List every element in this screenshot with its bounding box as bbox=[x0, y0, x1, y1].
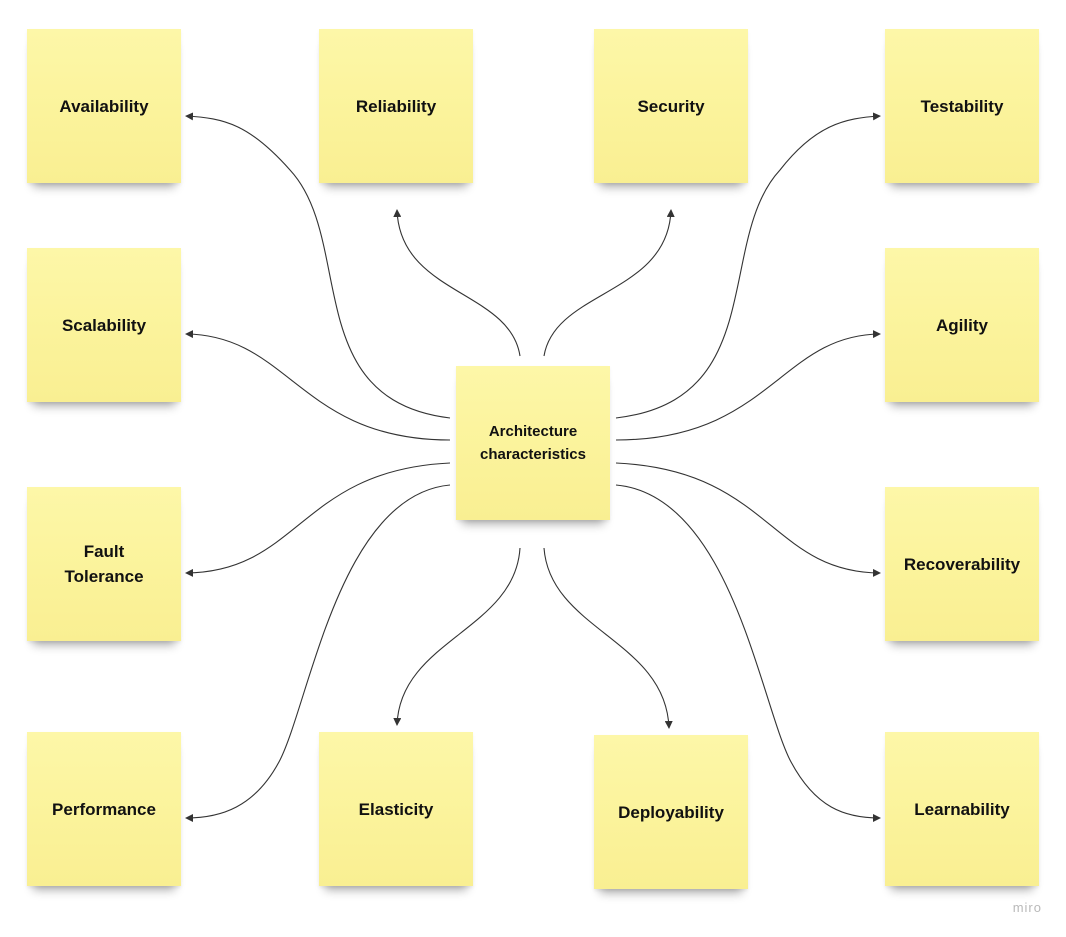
connector-elasticity[interactable] bbox=[393, 547, 521, 726]
connector-agility[interactable] bbox=[615, 330, 881, 441]
miro-watermark: miro bbox=[1012, 900, 1042, 915]
connector-recoverability[interactable] bbox=[615, 462, 881, 577]
sticky-note-elasticity[interactable]: Elasticity bbox=[319, 732, 473, 886]
connector-availability[interactable] bbox=[185, 112, 451, 419]
connector-scalability[interactable] bbox=[185, 330, 451, 441]
note-label: Security bbox=[637, 96, 705, 116]
note-label: Deployability bbox=[618, 802, 724, 822]
note-label: Availability bbox=[59, 96, 149, 116]
sticky-note-testability[interactable]: Testability bbox=[885, 29, 1039, 183]
note-label: Elasticity bbox=[358, 799, 434, 819]
connector-testability[interactable] bbox=[615, 112, 881, 419]
note-label: Reliability bbox=[355, 96, 437, 116]
sticky-note-performance[interactable]: Performance bbox=[27, 732, 181, 886]
connector-security[interactable] bbox=[543, 209, 675, 357]
connector-performance[interactable] bbox=[185, 484, 451, 822]
sticky-note-recoverability[interactable]: Recoverability bbox=[885, 487, 1039, 641]
sticky-note-availability[interactable]: Availability bbox=[27, 29, 181, 183]
note-label: Testability bbox=[920, 96, 1004, 116]
note-label: Learnability bbox=[914, 799, 1010, 819]
sticky-note-reliability[interactable]: Reliability bbox=[319, 29, 473, 183]
sticky-note-architecture-characteristics[interactable]: Architecture characteristics bbox=[456, 366, 610, 520]
sticky-note-security[interactable]: Security bbox=[594, 29, 748, 183]
sticky-note-fault-tolerance[interactable]: Fault Tolerance bbox=[27, 487, 181, 641]
note-label: Fault Tolerance bbox=[64, 542, 144, 586]
center-note-label: Architecture characteristics bbox=[480, 423, 586, 463]
sticky-note-scalability[interactable]: Scalability bbox=[27, 248, 181, 402]
note-label: Recoverability bbox=[903, 554, 1021, 574]
note-label: Scalability bbox=[61, 315, 147, 335]
connector-reliability[interactable] bbox=[393, 209, 521, 357]
sticky-note-agility[interactable]: Agility bbox=[885, 248, 1039, 402]
note-label: Performance bbox=[52, 799, 156, 819]
note-label: Agility bbox=[936, 315, 988, 335]
connector-learnability[interactable] bbox=[615, 484, 881, 822]
sticky-note-deployability[interactable]: Deployability bbox=[594, 735, 748, 889]
sticky-note-learnability[interactable]: Learnability bbox=[885, 732, 1039, 886]
connector-fault-tolerance[interactable] bbox=[185, 462, 451, 577]
connector-deployability[interactable] bbox=[543, 547, 673, 729]
